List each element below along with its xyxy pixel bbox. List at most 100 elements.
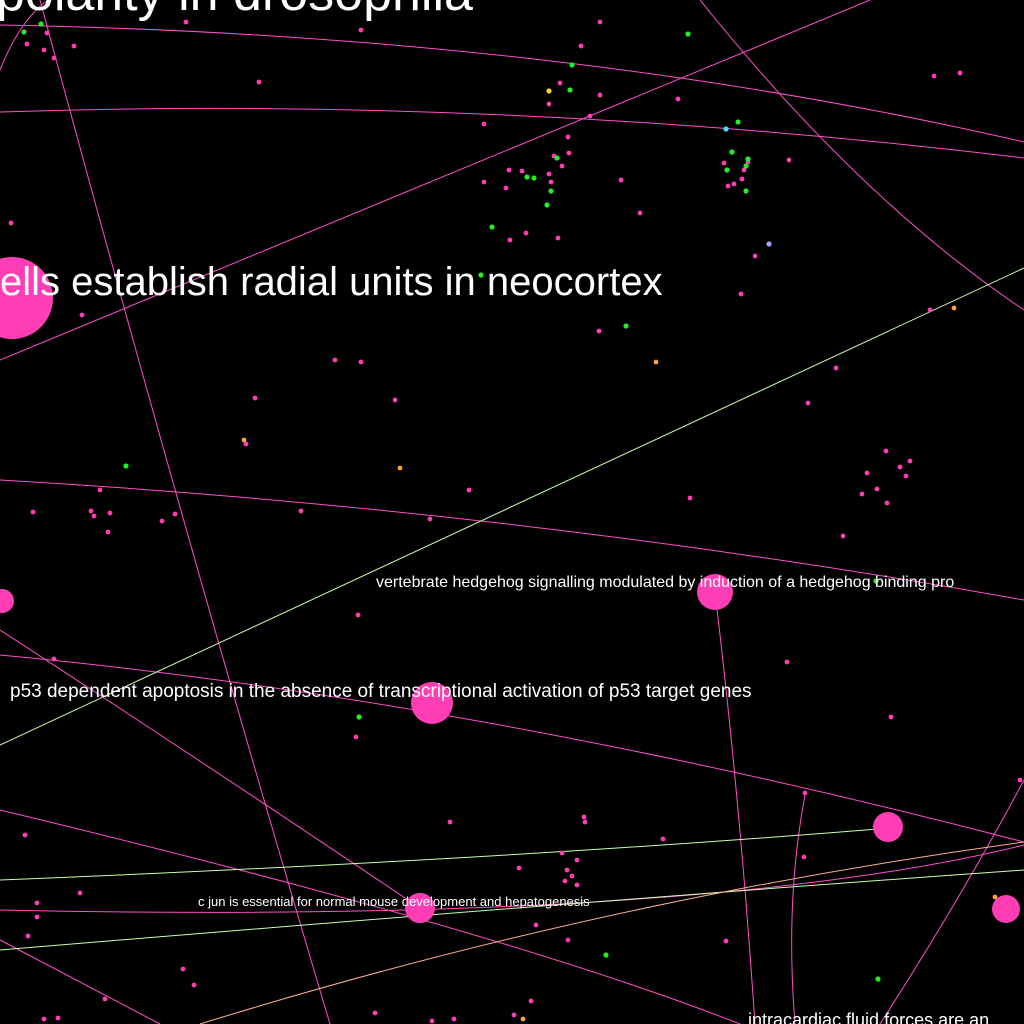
node-right-low[interactable] [992,895,1020,923]
node[interactable] [875,976,881,982]
node[interactable] [172,511,178,517]
node[interactable] [907,458,913,464]
node[interactable] [51,55,57,61]
node[interactable] [864,470,870,476]
node[interactable] [897,464,903,470]
node[interactable] [1017,777,1023,783]
node[interactable] [724,167,730,173]
node[interactable] [574,857,580,863]
node[interactable] [55,1015,61,1021]
node[interactable] [79,312,85,318]
node-hedgehog[interactable] [697,574,733,610]
node[interactable] [516,865,522,871]
node[interactable] [372,1010,378,1016]
node[interactable] [569,62,575,68]
node[interactable] [159,518,165,524]
node[interactable] [723,126,729,132]
node[interactable] [888,714,894,720]
node[interactable] [546,101,552,107]
node[interactable] [884,500,890,506]
node[interactable] [992,894,998,900]
node[interactable] [731,181,737,187]
node[interactable] [637,210,643,216]
node[interactable] [743,188,749,194]
node[interactable] [38,21,44,27]
node[interactable] [447,819,453,825]
node[interactable] [241,437,247,443]
node[interactable] [427,516,433,522]
node[interactable] [123,463,129,469]
node[interactable] [524,174,530,180]
node-left-edge[interactable] [0,589,14,613]
node[interactable] [523,230,529,236]
node[interactable] [873,578,879,584]
node[interactable] [927,307,933,313]
node[interactable] [25,933,31,939]
node[interactable] [741,167,747,173]
node[interactable] [489,224,495,230]
node[interactable] [546,171,552,177]
node[interactable] [653,359,659,365]
node[interactable] [519,168,525,174]
node[interactable] [557,80,563,86]
node[interactable] [34,914,40,920]
node[interactable] [660,836,666,842]
node[interactable] [766,241,772,247]
node[interactable] [567,87,573,93]
node[interactable] [578,43,584,49]
node[interactable] [786,157,792,163]
node-cjun[interactable] [405,893,435,923]
node[interactable] [559,163,565,169]
node[interactable] [738,291,744,297]
node[interactable] [180,966,186,972]
node[interactable] [511,1012,517,1018]
node[interactable] [191,982,197,988]
node[interactable] [566,150,572,156]
node[interactable] [531,175,537,181]
node[interactable] [520,1016,526,1022]
node[interactable] [569,873,575,879]
node[interactable] [353,734,359,740]
node[interactable] [356,714,362,720]
node[interactable] [931,73,937,79]
node[interactable] [298,508,304,514]
node[interactable] [802,790,808,796]
node[interactable] [721,160,727,166]
node[interactable] [833,365,839,371]
node[interactable] [723,938,729,944]
node[interactable] [725,183,731,189]
node[interactable] [256,79,262,85]
node[interactable] [392,397,398,403]
node[interactable] [71,43,77,49]
node[interactable] [51,656,57,662]
node[interactable] [481,121,487,127]
node[interactable] [603,952,609,958]
node[interactable] [429,1018,435,1024]
node[interactable] [397,465,403,471]
node[interactable] [562,878,568,884]
node[interactable] [623,323,629,329]
node[interactable] [745,156,751,162]
node[interactable] [243,441,249,447]
node[interactable] [451,1016,457,1022]
node[interactable] [41,1016,47,1022]
node-p53[interactable] [411,682,453,724]
node[interactable] [840,533,846,539]
node[interactable] [478,272,484,278]
node[interactable] [332,357,338,363]
node[interactable] [44,30,50,36]
node[interactable] [533,922,539,928]
node[interactable] [559,850,565,856]
node[interactable] [548,188,554,194]
node[interactable] [22,832,28,838]
node[interactable] [587,113,593,119]
node[interactable] [752,253,758,259]
node[interactable] [91,513,97,519]
node[interactable] [548,179,554,185]
node[interactable] [729,149,735,155]
node[interactable] [107,510,113,516]
node[interactable] [507,237,513,243]
node[interactable] [596,328,602,334]
node[interactable] [801,854,807,860]
